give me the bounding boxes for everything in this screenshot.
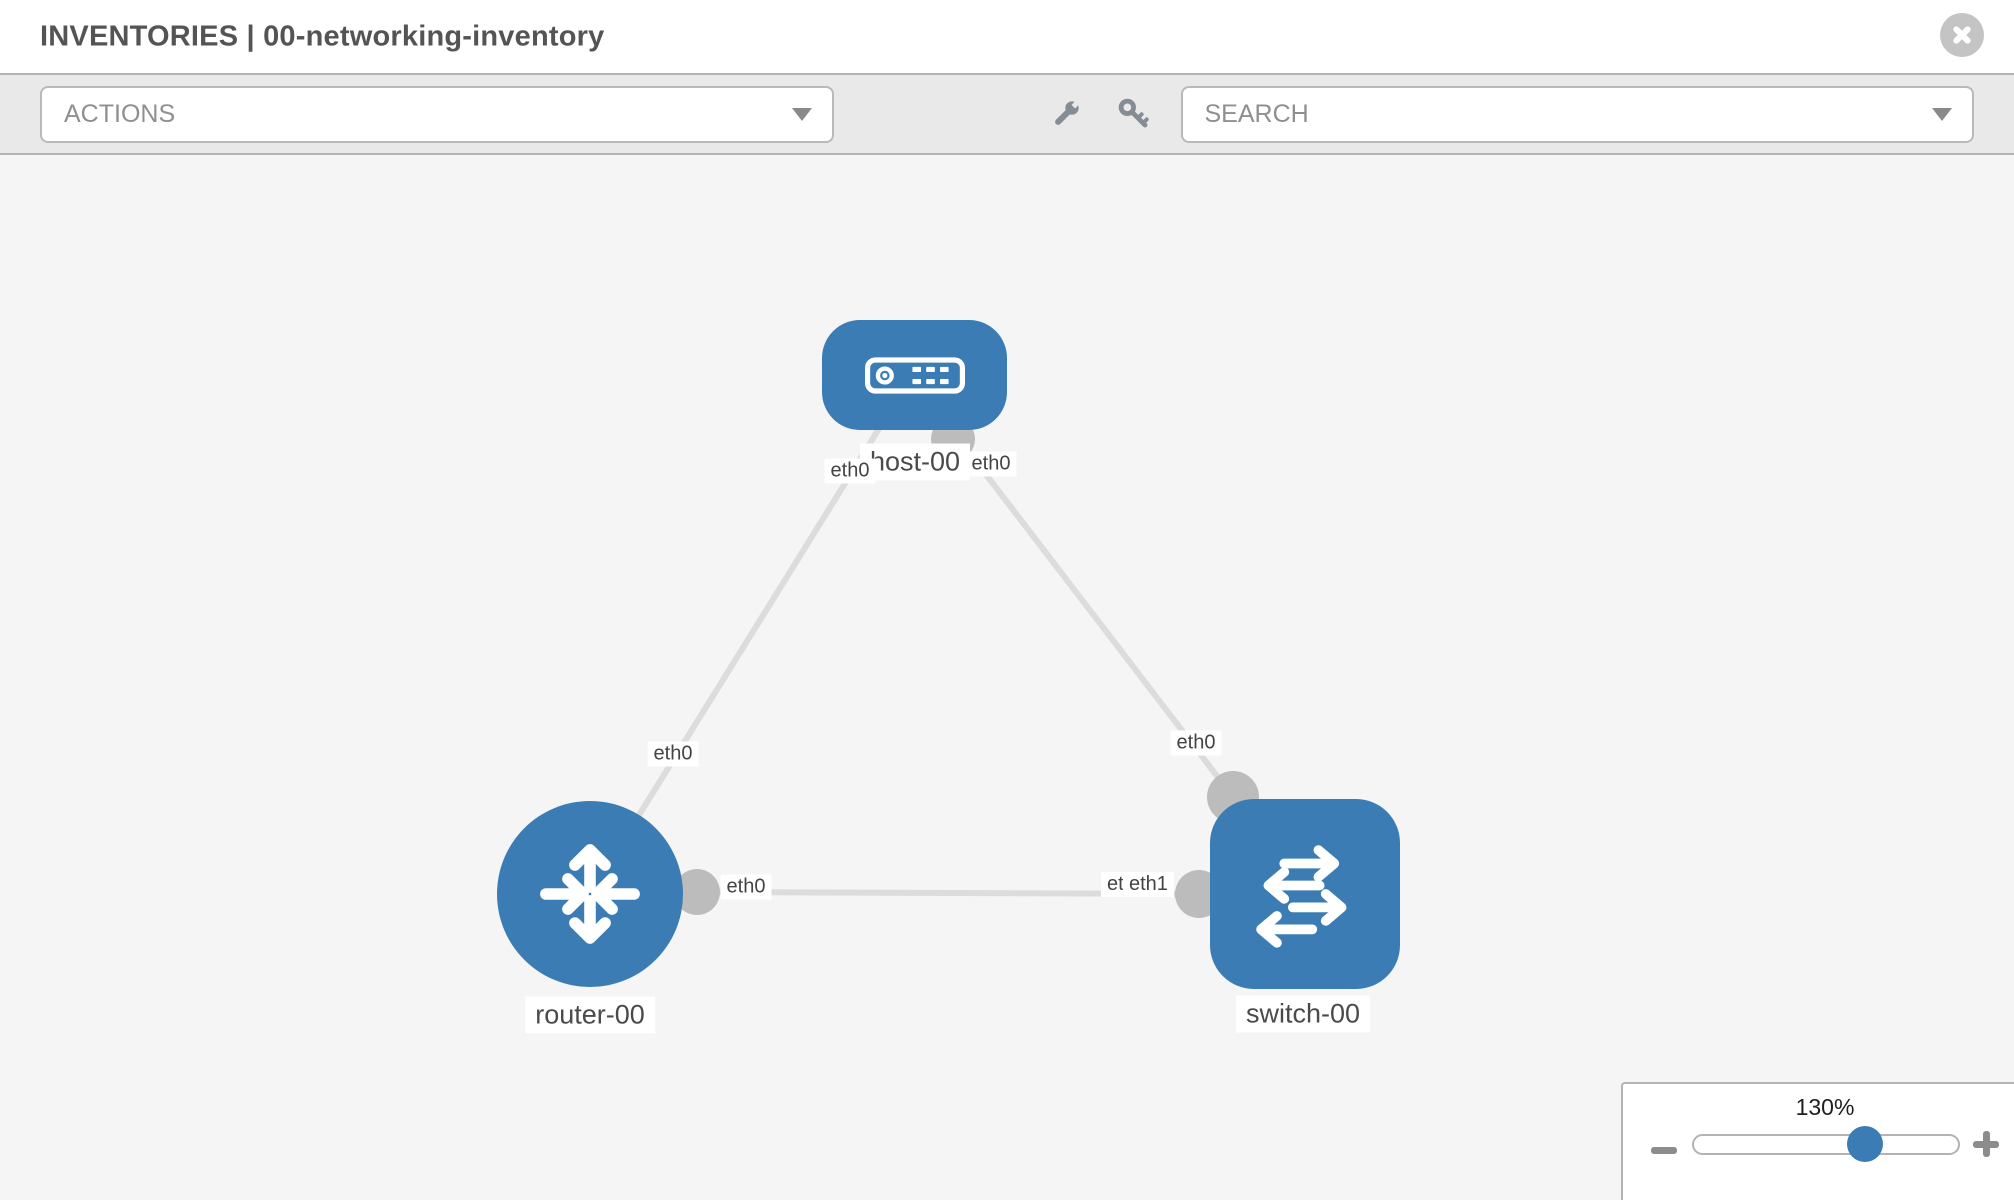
key-icon	[1118, 98, 1149, 128]
wrench-icon	[1054, 99, 1080, 125]
router-icon	[540, 844, 640, 944]
node-router-00[interactable]	[497, 801, 683, 987]
port-label-router-right: eth0	[720, 874, 772, 900]
node-switch-00[interactable]	[1210, 799, 1400, 989]
zoom-out-button[interactable]	[1651, 1137, 1677, 1163]
close-button[interactable]	[1940, 13, 1984, 57]
actions-dropdown-label: ACTIONS	[64, 99, 176, 128]
switch-icon	[1256, 845, 1347, 948]
node-label-switch: switch-00	[1235, 995, 1371, 1033]
node-host-00[interactable]	[822, 320, 1007, 430]
page-title: INVENTORIES | 00-networking-inventory	[40, 20, 605, 52]
zoom-in-button[interactable]	[1973, 1131, 1999, 1157]
search-placeholder: SEARCH	[1204, 99, 1309, 128]
key-tool-button[interactable]	[1117, 97, 1151, 131]
port-label-switch-left: eth1	[1123, 872, 1174, 897]
window-header: INVENTORIES | 00-networking-inventory	[0, 0, 2014, 73]
port-label-host-left: eth0	[824, 458, 876, 484]
host-icon	[864, 356, 965, 394]
zoom-slider-thumb[interactable]	[1847, 1126, 1883, 1162]
chevron-down-icon	[1932, 107, 1952, 121]
zoom-level: 130%	[1795, 1094, 1855, 1120]
node-label-host: host-00	[859, 443, 971, 481]
configure-tool-button[interactable]	[1049, 97, 1083, 131]
topology-edges	[587, 425, 1236, 897]
chevron-down-icon	[791, 107, 812, 121]
node-label-router: router-00	[525, 996, 655, 1034]
port-label-host-right: eth0	[965, 451, 1017, 477]
port-label-host-switch-edge: eth0	[1170, 730, 1222, 756]
minus-icon	[1651, 1147, 1677, 1154]
port-label-router-host-edge: eth0	[647, 741, 699, 767]
toolbar: ACTIONS SEARCH	[0, 73, 2014, 155]
topology-canvas[interactable]: host-00 router-00 switch-00 eth0 eth0 et…	[0, 155, 2014, 1200]
actions-dropdown[interactable]: ACTIONS	[40, 85, 834, 143]
search-dropdown[interactable]: SEARCH	[1180, 85, 1974, 143]
zoom-panel: 130%	[1621, 1082, 2014, 1200]
zoom-slider-track[interactable]	[1692, 1134, 1960, 1155]
